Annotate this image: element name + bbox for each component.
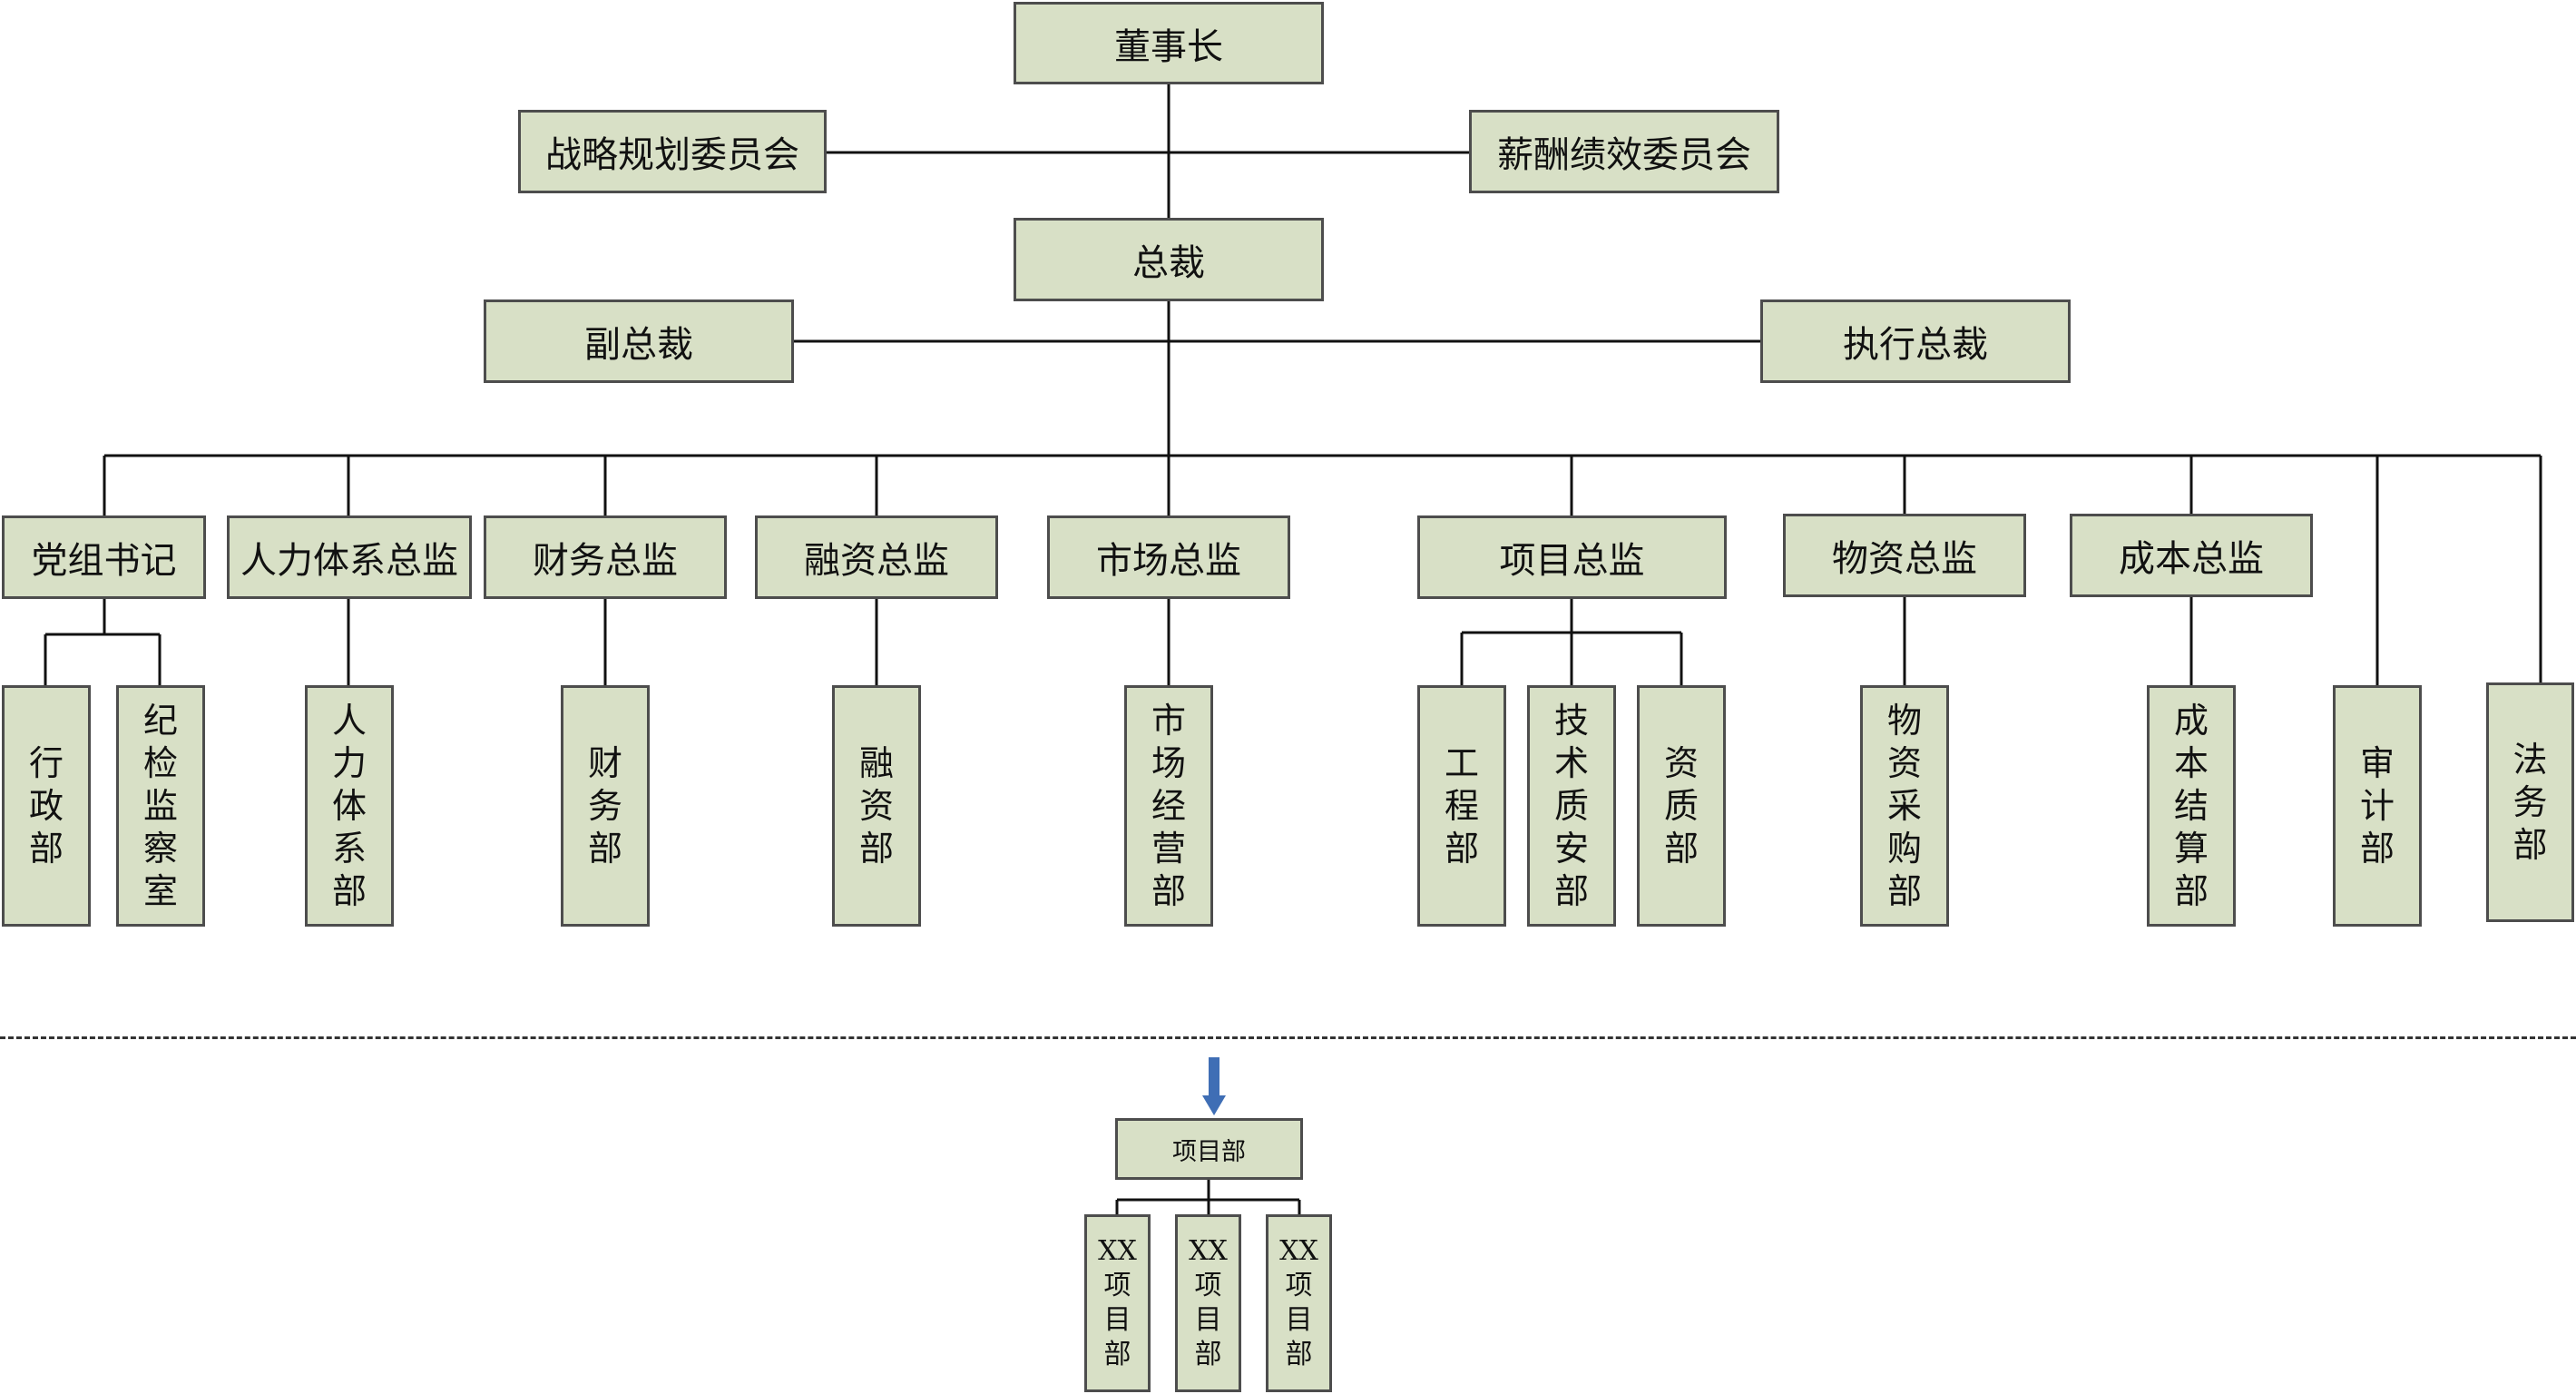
director-financing: 融资总监 xyxy=(755,515,998,599)
director-party-secretary: 党组书记 xyxy=(2,515,206,599)
dept-label: 审计部 xyxy=(2359,742,2395,869)
vice-president-box: 副总裁 xyxy=(484,299,794,383)
executive-president-box: 执行总裁 xyxy=(1760,299,2071,383)
chairman-box: 董事长 xyxy=(1014,2,1324,84)
director-market: 市场总监 xyxy=(1047,515,1290,599)
dept-label: 行政部 xyxy=(28,742,64,869)
dept-label: 人力体系部 xyxy=(331,700,367,911)
dept-label: 融资部 xyxy=(858,742,894,869)
dept-label: 市场经营部 xyxy=(1151,700,1186,911)
dept-engineering: 工程部 xyxy=(1417,685,1506,927)
dept-qualification: 资质部 xyxy=(1637,685,1726,927)
director-finance: 财务总监 xyxy=(484,515,727,599)
down-arrow-icon xyxy=(1202,1057,1226,1115)
compensation-committee-box: 薪酬绩效委员会 xyxy=(1469,110,1779,193)
dept-label: 财务部 xyxy=(587,742,622,869)
director-hr-system: 人力体系总监 xyxy=(227,515,472,599)
dept-market-operations: 市场经营部 xyxy=(1124,685,1213,927)
dept-label: 成本结算部 xyxy=(2173,700,2209,911)
section-divider xyxy=(0,1036,2576,1039)
dept-discipline-inspection: 纪检监察室 xyxy=(116,685,205,927)
strategy-committee-box: 战略规划委员会 xyxy=(518,110,827,193)
dept-audit: 审计部 xyxy=(2333,685,2422,927)
dept-materials-procurement: 物资采购部 xyxy=(1860,685,1949,927)
dept-label: 纪检监察室 xyxy=(142,700,178,911)
director-cost: 成本总监 xyxy=(2070,514,2313,597)
dept-tech-quality-safety: 技术质安部 xyxy=(1527,685,1616,927)
dept-label: 资质部 xyxy=(1663,742,1699,869)
dept-hr-system: 人力体系部 xyxy=(305,685,394,927)
dept-financing: 融资部 xyxy=(832,685,921,927)
dept-label: 法务部 xyxy=(2512,739,2548,865)
dept-cost-settlement: 成本结算部 xyxy=(2147,685,2236,927)
dept-legal: 法务部 xyxy=(2486,682,2574,922)
president-box: 总裁 xyxy=(1014,218,1324,301)
director-materials: 物资总监 xyxy=(1783,514,2026,597)
director-project: 项目总监 xyxy=(1417,515,1727,599)
dept-administration: 行政部 xyxy=(2,685,91,927)
project-department-box: 项目部 xyxy=(1115,1118,1303,1180)
dept-label: 工程部 xyxy=(1444,742,1479,869)
dept-label: 物资采购部 xyxy=(1886,700,1922,911)
dept-label: 技术质安部 xyxy=(1553,700,1589,911)
dept-finance: 财务部 xyxy=(561,685,650,927)
